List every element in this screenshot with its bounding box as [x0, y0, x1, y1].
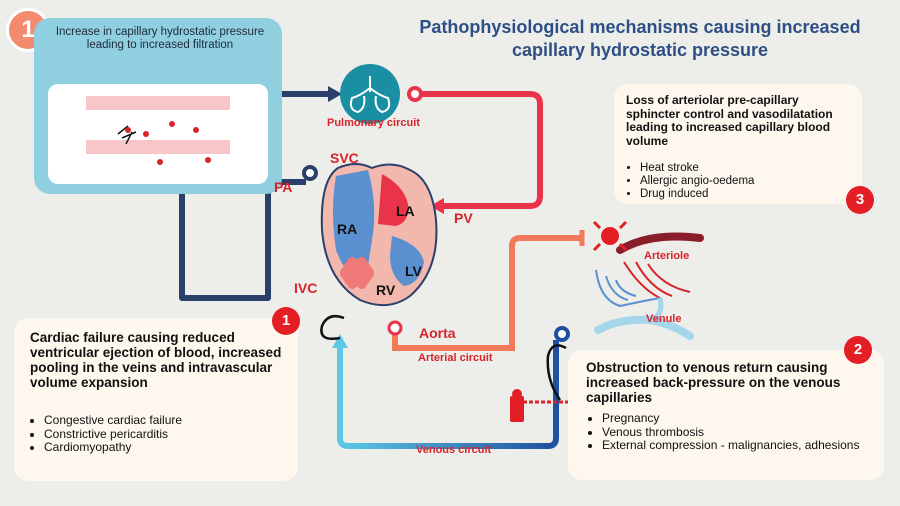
svc-label: SVC	[330, 150, 359, 166]
arteriole-label: Arteriole	[644, 250, 690, 262]
list-item: Drug induced	[640, 188, 868, 201]
list-item: Congestive cardiac failure	[44, 413, 299, 428]
list-item: Venous thrombosis	[602, 425, 888, 440]
list-item: External compression - malignancies, adh…	[602, 438, 888, 453]
cardiac-failure-title: Cardiac failure causing reduced ventricu…	[30, 330, 282, 390]
capillary-pressure-text: Increase in capillary hydrostatic pressu…	[55, 26, 265, 51]
venule-label: Venule	[646, 313, 682, 325]
lv-label: LV	[405, 263, 422, 279]
la-label: LA	[396, 203, 415, 219]
pv-label: PV	[454, 210, 473, 226]
ra-label: RA	[337, 221, 358, 237]
venous-circuit-label: Venous circuit	[416, 444, 492, 456]
aorta-label: Aorta	[419, 325, 456, 341]
list-item: Cardiomyopathy	[44, 440, 299, 455]
capillary-illustration	[86, 96, 230, 165]
list-item: Allergic angio-oedema	[640, 175, 868, 188]
venous-obstruction-list: Pregnancy Venous thrombosis External com…	[588, 411, 888, 453]
arterial-circuit-label: Arterial circuit	[418, 352, 493, 364]
cardiac-failure-card: Cardiac failure causing reduced ventricu…	[14, 318, 298, 481]
arteriolar-dilatation-title: Loss of arteriolar pre-capillary sphinct…	[626, 93, 833, 148]
cardiac-failure-list: Congestive cardiac failure Constrictive …	[30, 413, 299, 455]
pulmonary-circuit-label: Pulmonary circuit	[327, 117, 420, 129]
step-badge-3: 3	[846, 186, 874, 214]
list-item: Constrictive pericarditis	[44, 427, 299, 442]
arteriolar-dilatation-card: Loss of arteriolar pre-capillary sphinct…	[614, 84, 862, 204]
page-title: Pathophysiological mechanisms causing in…	[419, 17, 861, 60]
list-item: Pregnancy	[602, 411, 888, 426]
step-badge-2: 2	[844, 336, 872, 364]
arteriolar-dilatation-list: Heat stroke Allergic angio-oedema Drug i…	[626, 162, 868, 201]
step-badge-1: 1	[272, 307, 300, 335]
pa-label: PA	[274, 179, 293, 195]
list-item: Heat stroke	[640, 162, 868, 175]
rv-label: RV	[376, 282, 396, 298]
venous-obstruction-card: Obstruction to venous return causing inc…	[568, 350, 884, 480]
capillary-vessel-illustration	[48, 84, 268, 184]
ivc-label: IVC	[294, 280, 318, 296]
venous-obstruction-title: Obstruction to venous return causing inc…	[586, 360, 841, 405]
